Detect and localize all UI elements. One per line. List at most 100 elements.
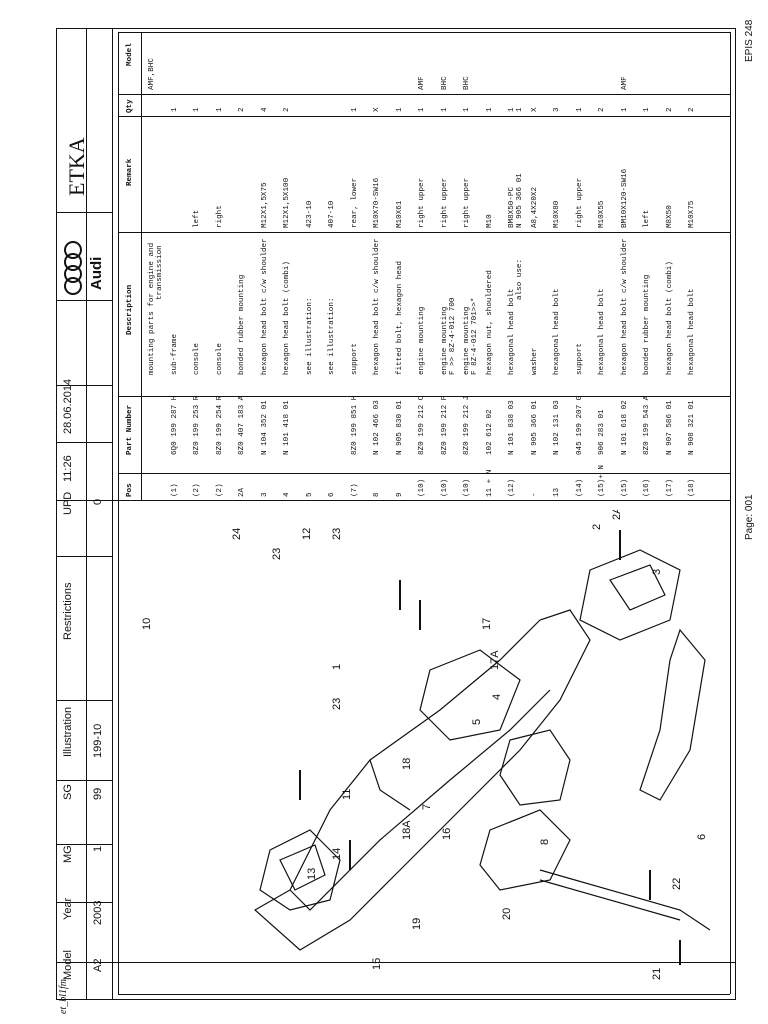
callout-label: 20 xyxy=(501,908,513,920)
cell-remark: left xyxy=(193,209,201,228)
cell-pos: (15)+ N xyxy=(598,465,606,497)
cell-qty: 1 xyxy=(575,107,584,112)
cell-remark: M10X61 xyxy=(395,200,404,228)
cell-qty: 1 xyxy=(418,107,426,112)
exploded-diagram: 122A345678101112131415161717A1818A192021… xyxy=(141,506,711,980)
cell-pos: (18) xyxy=(688,478,696,497)
cell-qty: 4 xyxy=(260,107,269,112)
cell-desc: hexagon head bolt (combi) xyxy=(283,261,291,375)
header-value-year: 2003 xyxy=(92,900,104,925)
header-label-mg: MG xyxy=(62,845,74,863)
cell-part: 8Z0 407 183 A xyxy=(238,395,246,455)
cell-qty: 2 xyxy=(283,107,291,112)
cell-model: AMF,BHC xyxy=(148,58,156,90)
col-header-qty: Qty xyxy=(126,99,134,113)
cell-remark: left xyxy=(643,209,651,228)
cell-desc-extra: transmission xyxy=(156,245,164,300)
cell-qty: 1 xyxy=(643,107,651,112)
cell-remark: A8,4X20X2 xyxy=(530,186,539,228)
cell-qty: 1 xyxy=(440,107,449,112)
callout-label: 14 xyxy=(331,848,343,860)
callout-label: 3 xyxy=(651,569,663,575)
cell-part: N 905 366 01 xyxy=(530,400,539,455)
cell-pos: 6 xyxy=(328,492,336,497)
callout-label: 15 xyxy=(371,958,383,970)
header-label-year: Year xyxy=(62,897,74,920)
callout-label: 8 xyxy=(539,839,551,845)
cell-part: 6Q0 199 287 H xyxy=(170,395,179,455)
cell-qty: 1 xyxy=(485,107,494,112)
cell-qty: 2 xyxy=(665,107,674,112)
cell-qty: 1 xyxy=(395,107,404,112)
col-header-desc: Description xyxy=(126,284,134,335)
cell-model: BHC xyxy=(463,76,471,90)
cell-desc: bonded rubber mounting xyxy=(238,274,246,375)
cell-part: N 102 466 03 xyxy=(373,400,381,455)
cell-desc: hexagonal head bolt xyxy=(553,288,561,375)
cell-part: 8Z0 199 254 R xyxy=(215,395,224,455)
cell-desc: engine mounting xyxy=(418,306,426,375)
brand-text: Audi xyxy=(88,256,105,290)
cell-qty: 3 xyxy=(553,107,561,112)
cell-qty: 2 xyxy=(598,107,606,112)
cell-pos: 5 xyxy=(305,492,314,497)
cell-desc: sub-frame xyxy=(170,333,179,375)
header-value-sg: 99 xyxy=(92,787,104,800)
cell-desc: engine mounting xyxy=(440,306,449,375)
etka-title: ETKA xyxy=(64,137,89,196)
cell-pos: (2) xyxy=(193,483,201,497)
cell-part: N 102 131 03 xyxy=(553,400,561,455)
cell-desc: engine mounting xyxy=(463,306,471,375)
callout-label: 10 xyxy=(141,618,153,630)
cell-remark: M8X50 xyxy=(665,205,674,228)
header-value-illustration: 199-10 xyxy=(92,723,104,758)
cell-desc: console xyxy=(215,343,224,375)
header-label-sg: SG xyxy=(62,784,74,800)
cell-pos: (10) xyxy=(440,478,449,497)
cell-pos: 11 + N xyxy=(485,469,494,497)
callout-label: 18A xyxy=(401,820,413,840)
cell-part: N 101 838 03 xyxy=(508,400,516,455)
cell-pos: (10) xyxy=(463,478,471,497)
cell-pos: 9 xyxy=(395,492,404,497)
cell-qty: 1 xyxy=(508,107,516,112)
cell-qty: 2 xyxy=(688,107,696,112)
cell-desc: support xyxy=(350,343,359,375)
cell-part: 8Z0 199 212 F xyxy=(440,395,449,455)
callout-label: 7 xyxy=(421,804,433,810)
callout-label: 4 xyxy=(491,694,503,700)
cell-pos: (10) xyxy=(418,478,426,497)
col-header-pos: Pos xyxy=(126,483,134,497)
cell-desc: hexagon head bolt c/w shoulder xyxy=(620,238,629,375)
file-name: et_bl1fm xyxy=(58,979,69,1014)
cell-desc: hexagon head bolt (combi) xyxy=(665,261,674,375)
cell-desc-extra: also use: xyxy=(516,258,524,300)
cell-remark: BM10X120-SW16 xyxy=(620,168,629,228)
audi-logo xyxy=(60,238,106,298)
cell-remark: M10 xyxy=(485,214,494,228)
cell-part: 045 199 207 G xyxy=(575,395,584,455)
cell-part: N 905 830 01 xyxy=(395,400,404,455)
cell-desc: hexagon head bolt c/w shoulder xyxy=(373,238,381,375)
header-date: 28.06.2014 xyxy=(62,378,74,434)
cell-qty: X xyxy=(530,107,539,112)
cell-remark: right upper xyxy=(575,177,584,228)
cell-desc: console xyxy=(193,343,201,375)
cell-remark: M10X70-SW16 xyxy=(373,177,381,228)
cell-qty: 1 xyxy=(193,107,201,112)
callout-label: 16 xyxy=(441,828,453,840)
cell-pos: (1) xyxy=(170,483,179,497)
callout-label: 22 xyxy=(671,878,683,890)
cell-part: 102 612 02 xyxy=(485,409,494,455)
cell-pos: (7) xyxy=(350,483,359,497)
header-label-model: Model xyxy=(62,950,74,980)
col-header-model: Model xyxy=(126,43,134,66)
cell-part: 8Z0 199 851 H xyxy=(350,395,359,455)
cell-part: 8Z0 199 543 A xyxy=(643,395,651,455)
cell-remark: M10X55 xyxy=(598,200,606,228)
cell-model: AMF xyxy=(620,76,629,90)
cell-qty: X xyxy=(373,107,381,112)
cell-desc: fitted bolt, hexagon head xyxy=(395,261,404,375)
header-label-upd: UPD xyxy=(62,491,74,515)
